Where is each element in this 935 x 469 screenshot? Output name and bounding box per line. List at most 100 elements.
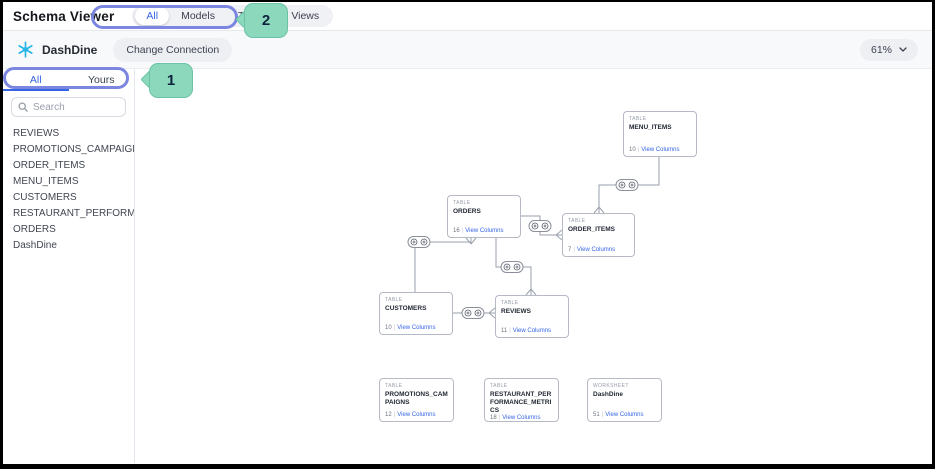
zoom-control[interactable]: 61% (859, 38, 918, 61)
relationship-edge (414, 241, 472, 292)
tab-tables[interactable]: Tables (227, 7, 279, 25)
schema-node-promotions-campaigns[interactable]: TABLE PROMOTIONS_CAMPAIGNS 12|View Columns (379, 378, 454, 422)
node-columns-count: 51 (593, 412, 600, 418)
sidebar-item-promotions-campaigns[interactable]: PROMOTIONS_CAMPAIGNS (13, 144, 134, 155)
divider: | (601, 412, 604, 418)
relationship-badge[interactable] (500, 261, 524, 273)
connection-name: DashDine (42, 42, 98, 57)
er-diagram-edges (407, 156, 660, 319)
sidebar-item-orders[interactable]: ORDERS (13, 224, 56, 235)
schema-node-reviews[interactable]: TABLE REVIEWS 11|View Columns (495, 295, 569, 338)
connection-bar: DashDine Change Connection 61% (3, 31, 932, 69)
node-kind-label: WORKSHEET (593, 383, 629, 389)
view-columns-link[interactable]: View Columns (465, 228, 504, 234)
tab-views[interactable]: Views (280, 7, 330, 25)
node-columns-count: 12 (385, 412, 392, 418)
snowflake-icon (18, 41, 33, 58)
node-kind-label: TABLE (568, 218, 586, 224)
node-name: RESTAURANT_PERFORMANCE_METRICS (490, 391, 552, 415)
sidebar-item-reviews[interactable]: REVIEWS (13, 128, 60, 139)
view-columns-link[interactable]: View Columns (397, 325, 436, 331)
node-footer: 18|View Columns (490, 415, 553, 421)
node-kind-label: TABLE (385, 383, 403, 389)
divider: | (393, 325, 396, 331)
tab-all[interactable]: All (135, 7, 170, 25)
sidebar-item-menu-items[interactable]: MENU_ITEMS (13, 176, 79, 187)
active-tab-underline (3, 89, 69, 91)
relationship-badge[interactable] (615, 179, 639, 191)
divider: | (498, 415, 501, 422)
change-connection-button[interactable]: Change Connection (113, 37, 233, 62)
schema-node-customers[interactable]: TABLE CUSTOMERS 10|View Columns (379, 292, 453, 335)
schema-node-order-items[interactable]: TABLE ORDER_ITEMS 7|View Columns (562, 213, 635, 257)
sidebar-item-dashdine[interactable]: DashDine (13, 240, 57, 251)
schema-node-menu-items[interactable]: TABLE MENU_ITEMS 10|View Columns (623, 111, 697, 157)
node-columns-count: 7 (568, 247, 572, 253)
view-columns-link[interactable]: View Columns (512, 328, 552, 334)
page-title: Schema Viewer (13, 8, 115, 24)
chevron-down-icon (899, 47, 907, 52)
divider: | (509, 328, 511, 334)
relationship-badge[interactable] (407, 236, 431, 248)
node-columns-count: 11 (501, 328, 508, 334)
search-input[interactable] (33, 101, 119, 113)
node-columns-count: 10 (629, 147, 636, 153)
node-name: PROMOTIONS_CAMPAIGNS (385, 391, 448, 407)
sidebar-tab-yours[interactable]: Yours (69, 70, 135, 90)
node-kind-label: TABLE (501, 300, 519, 306)
divider: | (573, 247, 575, 253)
node-columns-count: 10 (385, 325, 392, 331)
node-name: REVIEWS (501, 308, 531, 315)
sidebar-item-customers[interactable]: CUSTOMERS (13, 192, 77, 203)
crow-foot-marker (525, 288, 537, 296)
node-footer: 10|View Columns (385, 325, 447, 331)
crow-foot-marker (488, 307, 496, 319)
node-footer: 12|View Columns (385, 412, 448, 418)
schema-node-orders[interactable]: TABLE ORDERS 16|View Columns (447, 195, 521, 238)
sidebar-tab-all[interactable]: All (3, 70, 69, 90)
view-columns-link[interactable]: View Columns (605, 412, 644, 418)
node-name: CUSTOMERS (385, 305, 427, 312)
divider: | (461, 228, 464, 234)
node-footer: 51|View Columns (593, 412, 656, 418)
schema-node-dashdine[interactable]: WORKSHEET DashDine 51|View Columns (587, 378, 662, 422)
view-columns-link[interactable]: View Columns (397, 412, 436, 418)
relationship-badge[interactable] (461, 307, 485, 319)
node-kind-label: TABLE (385, 297, 403, 303)
node-kind-label: TABLE (453, 200, 471, 206)
node-columns-count: 18 (490, 415, 497, 422)
divider: | (637, 147, 640, 153)
tab-models[interactable]: Models (170, 7, 226, 25)
crow-foot-marker (465, 237, 477, 245)
node-columns-count: 16 (453, 228, 460, 234)
node-kind-label: TABLE (629, 116, 647, 122)
view-columns-link[interactable]: View Columns (641, 147, 680, 153)
node-name: ORDERS (453, 208, 481, 215)
node-kind-label: TABLE (490, 383, 508, 389)
node-footer: 11|View Columns (501, 328, 563, 334)
search-icon (18, 102, 28, 112)
view-columns-link[interactable]: View Columns (502, 415, 541, 422)
view-columns-link[interactable]: View Columns (576, 247, 616, 253)
sidebar-item-restaurant-performance-metrics[interactable]: RESTAURANT_PERFORMANCE_METRICS (13, 208, 134, 219)
node-name: DashDine (593, 391, 623, 398)
search-box (11, 97, 126, 117)
node-name: ORDER_ITEMS (568, 226, 615, 233)
table-list: REVIEWS PROMOTIONS_CAMPAIGNS ORDER_ITEMS ME… (3, 121, 134, 254)
node-footer: 10|View Columns (629, 147, 691, 153)
node-name: MENU_ITEMS (629, 124, 672, 131)
sidebar-item-order-items[interactable]: ORDER_ITEMS (13, 160, 86, 171)
divider: | (393, 412, 396, 418)
node-footer: 7|View Columns (568, 247, 629, 253)
crow-foot-marker (555, 229, 563, 241)
relationship-badge[interactable] (528, 220, 552, 232)
crow-foot-marker (593, 206, 605, 214)
